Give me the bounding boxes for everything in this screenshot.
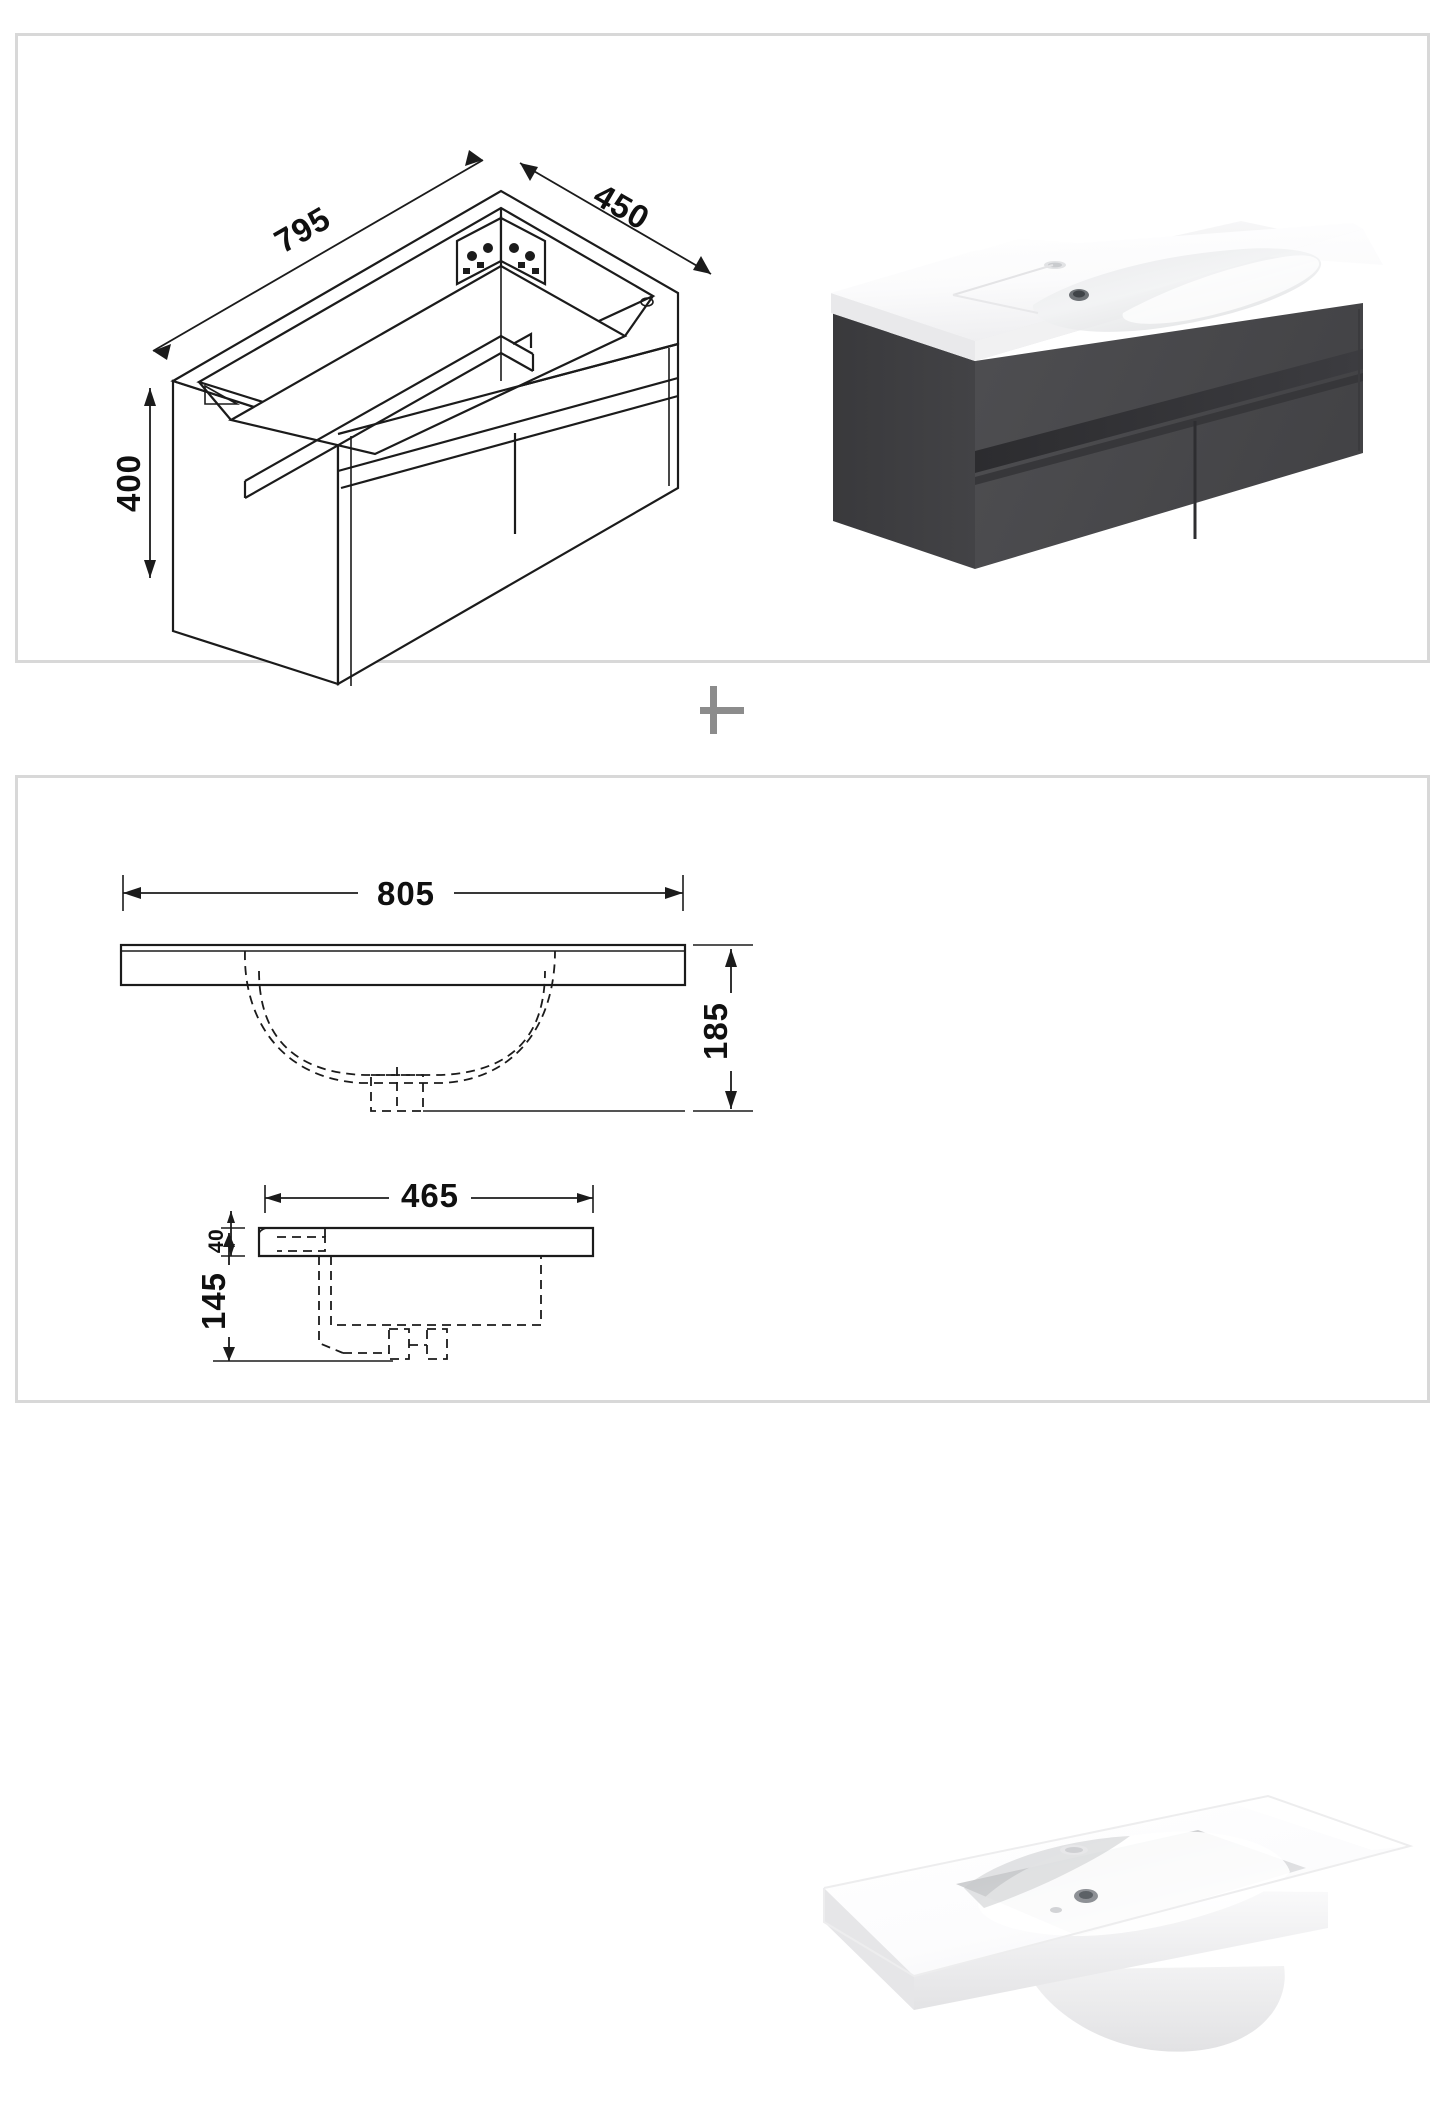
panel-basin: 805 <box>15 775 1430 2052</box>
dimension-400-label: 400 <box>113 454 147 512</box>
cabinet-isometric-drawing: 795 450 400 <box>113 150 712 686</box>
dimension-145-label: 145 <box>195 1272 232 1330</box>
photo-cabinet <box>823 221 1383 571</box>
basin-bowl-highlight <box>1122 255 1320 324</box>
basin-left-edge <box>831 293 975 361</box>
dimension-805: 805 <box>122 875 684 912</box>
cabinet-front-doors <box>337 342 679 686</box>
dimension-465-label: 465 <box>401 1177 459 1214</box>
basin-front-elevation-drawing: 805 <box>119 875 753 1112</box>
basin-side-outline <box>257 1226 595 1360</box>
door-handle-recess <box>975 373 1363 485</box>
photo-basin <box>798 1788 1418 2108</box>
dimension-400: 400 <box>113 388 156 578</box>
dimension-805-label: 805 <box>377 875 435 912</box>
drawer-handle-recess <box>975 349 1363 473</box>
dimension-40-label: 40 <box>205 1229 228 1253</box>
cabinet-front-face <box>975 303 1363 569</box>
corner-bracket-fitting <box>455 216 547 286</box>
overflow-slot-icon <box>1050 1907 1062 1913</box>
dimension-465: 465 <box>264 1177 594 1214</box>
dimension-185: 185 <box>693 944 753 1112</box>
panel-cabinet: 795 450 400 <box>15 33 1430 686</box>
dimension-450-label: 450 <box>588 176 657 237</box>
cabinet-carcase <box>170 189 680 686</box>
basin-front-outline <box>119 943 687 1112</box>
dimension-40: 40 <box>205 1211 245 1257</box>
dimension-185-label: 185 <box>697 1002 734 1060</box>
basin-side-section-drawing: 465 40 145 <box>195 1177 595 1362</box>
plus-separator-icon <box>692 680 752 740</box>
dimension-145: 145 <box>195 1233 393 1362</box>
cabinet-side-face <box>833 313 975 569</box>
dimension-sheet-page: 795 450 400 <box>15 33 1430 2052</box>
